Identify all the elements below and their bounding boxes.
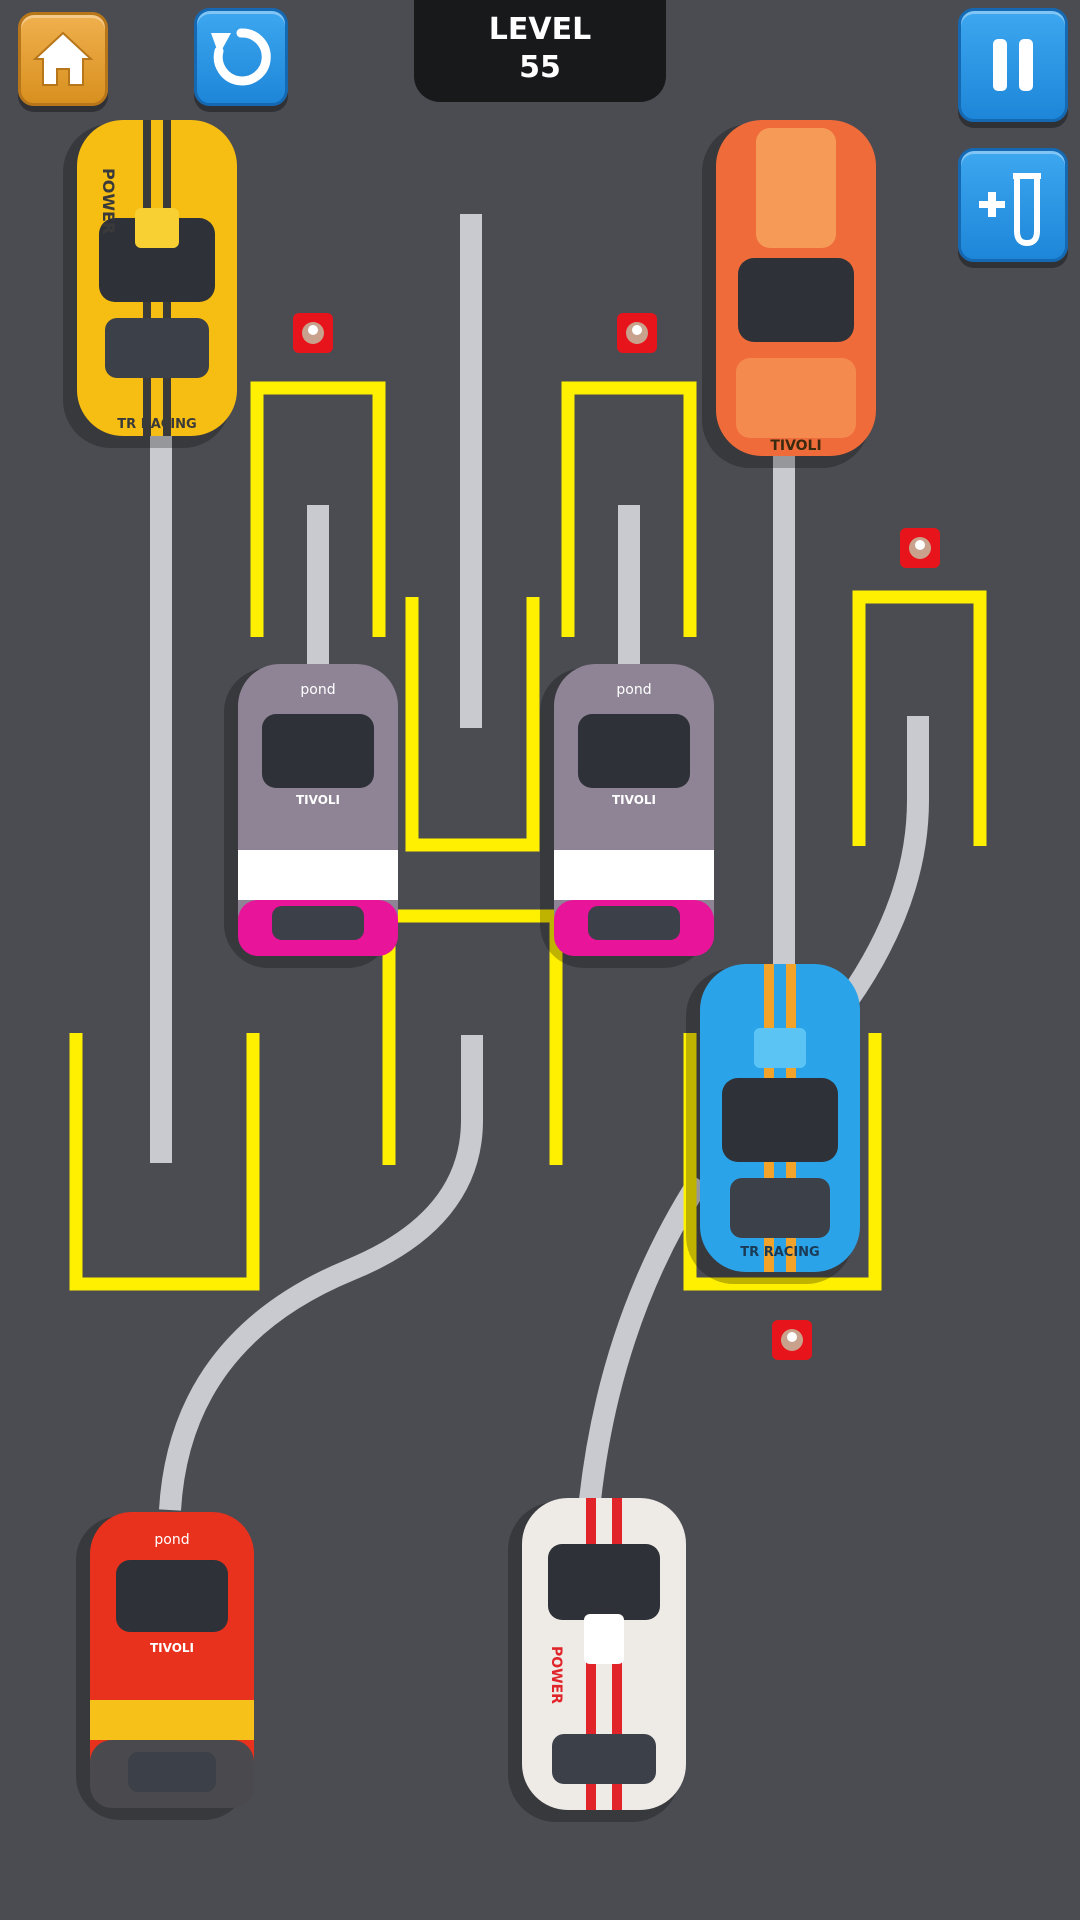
cones	[293, 313, 940, 1360]
barrier-right-arch	[852, 590, 987, 846]
traffic-cone-icon	[772, 1320, 812, 1360]
pause-button[interactable]	[958, 8, 1068, 122]
car-purple-right[interactable]: pond TIVOLI	[540, 664, 714, 968]
tracks	[150, 214, 929, 1511]
home-button[interactable]	[18, 12, 108, 106]
barrier-bottom-arch	[382, 909, 563, 1165]
car-purple-left[interactable]: pond TIVOLI	[224, 664, 398, 968]
barrier-bottom-left-cup	[69, 1033, 260, 1291]
traffic-cone-icon	[617, 313, 657, 353]
car-red[interactable]: pond TIVOLI	[76, 1512, 254, 1820]
traffic-cone-icon	[900, 528, 940, 568]
track-red-car	[159, 1035, 483, 1511]
car-bumper-text: TIVOLI	[770, 438, 821, 454]
barrier-center-cup	[405, 597, 540, 852]
restart-button[interactable]	[194, 8, 288, 106]
car-windshield-text: TIVOLI	[296, 793, 340, 807]
car-white[interactable]: POWER	[508, 1498, 686, 1822]
car-windshield-text: TIVOLI	[150, 1641, 194, 1655]
pause-icon	[993, 39, 1033, 91]
barrier-top-left	[250, 381, 386, 637]
level-number: 55	[519, 50, 561, 85]
car-blue[interactable]: TR RACING	[686, 964, 860, 1284]
car-orange[interactable]: TIVOLI	[702, 120, 876, 468]
car-bumper-text: TR RACING	[117, 417, 196, 432]
level-indicator: LEVEL 55	[414, 0, 666, 102]
barriers	[69, 381, 987, 1291]
add-slot-button[interactable]	[958, 148, 1068, 262]
car-brand-text: pond	[616, 682, 651, 698]
traffic-cone-icon	[293, 313, 333, 353]
car-windshield-text: TIVOLI	[612, 793, 656, 807]
car-hood-text: POWER	[548, 1646, 564, 1704]
restart-icon	[211, 28, 271, 86]
level-label: LEVEL	[488, 12, 592, 47]
car-yellow[interactable]: POWER TR RACING	[63, 120, 237, 448]
car-brand-text: pond	[300, 682, 335, 698]
track-right-curve	[838, 716, 929, 1007]
car-brand-text: pond	[154, 1532, 189, 1548]
barrier-top-mid-right	[561, 381, 697, 637]
home-icon	[32, 31, 94, 86]
car-hood-text: POWER	[99, 168, 118, 234]
add-test-tube-icon	[979, 173, 1041, 247]
track-white-car	[579, 1174, 710, 1502]
car-bumper-text: TR RACING	[740, 1245, 819, 1260]
barrier-blue-slot	[683, 1033, 882, 1291]
